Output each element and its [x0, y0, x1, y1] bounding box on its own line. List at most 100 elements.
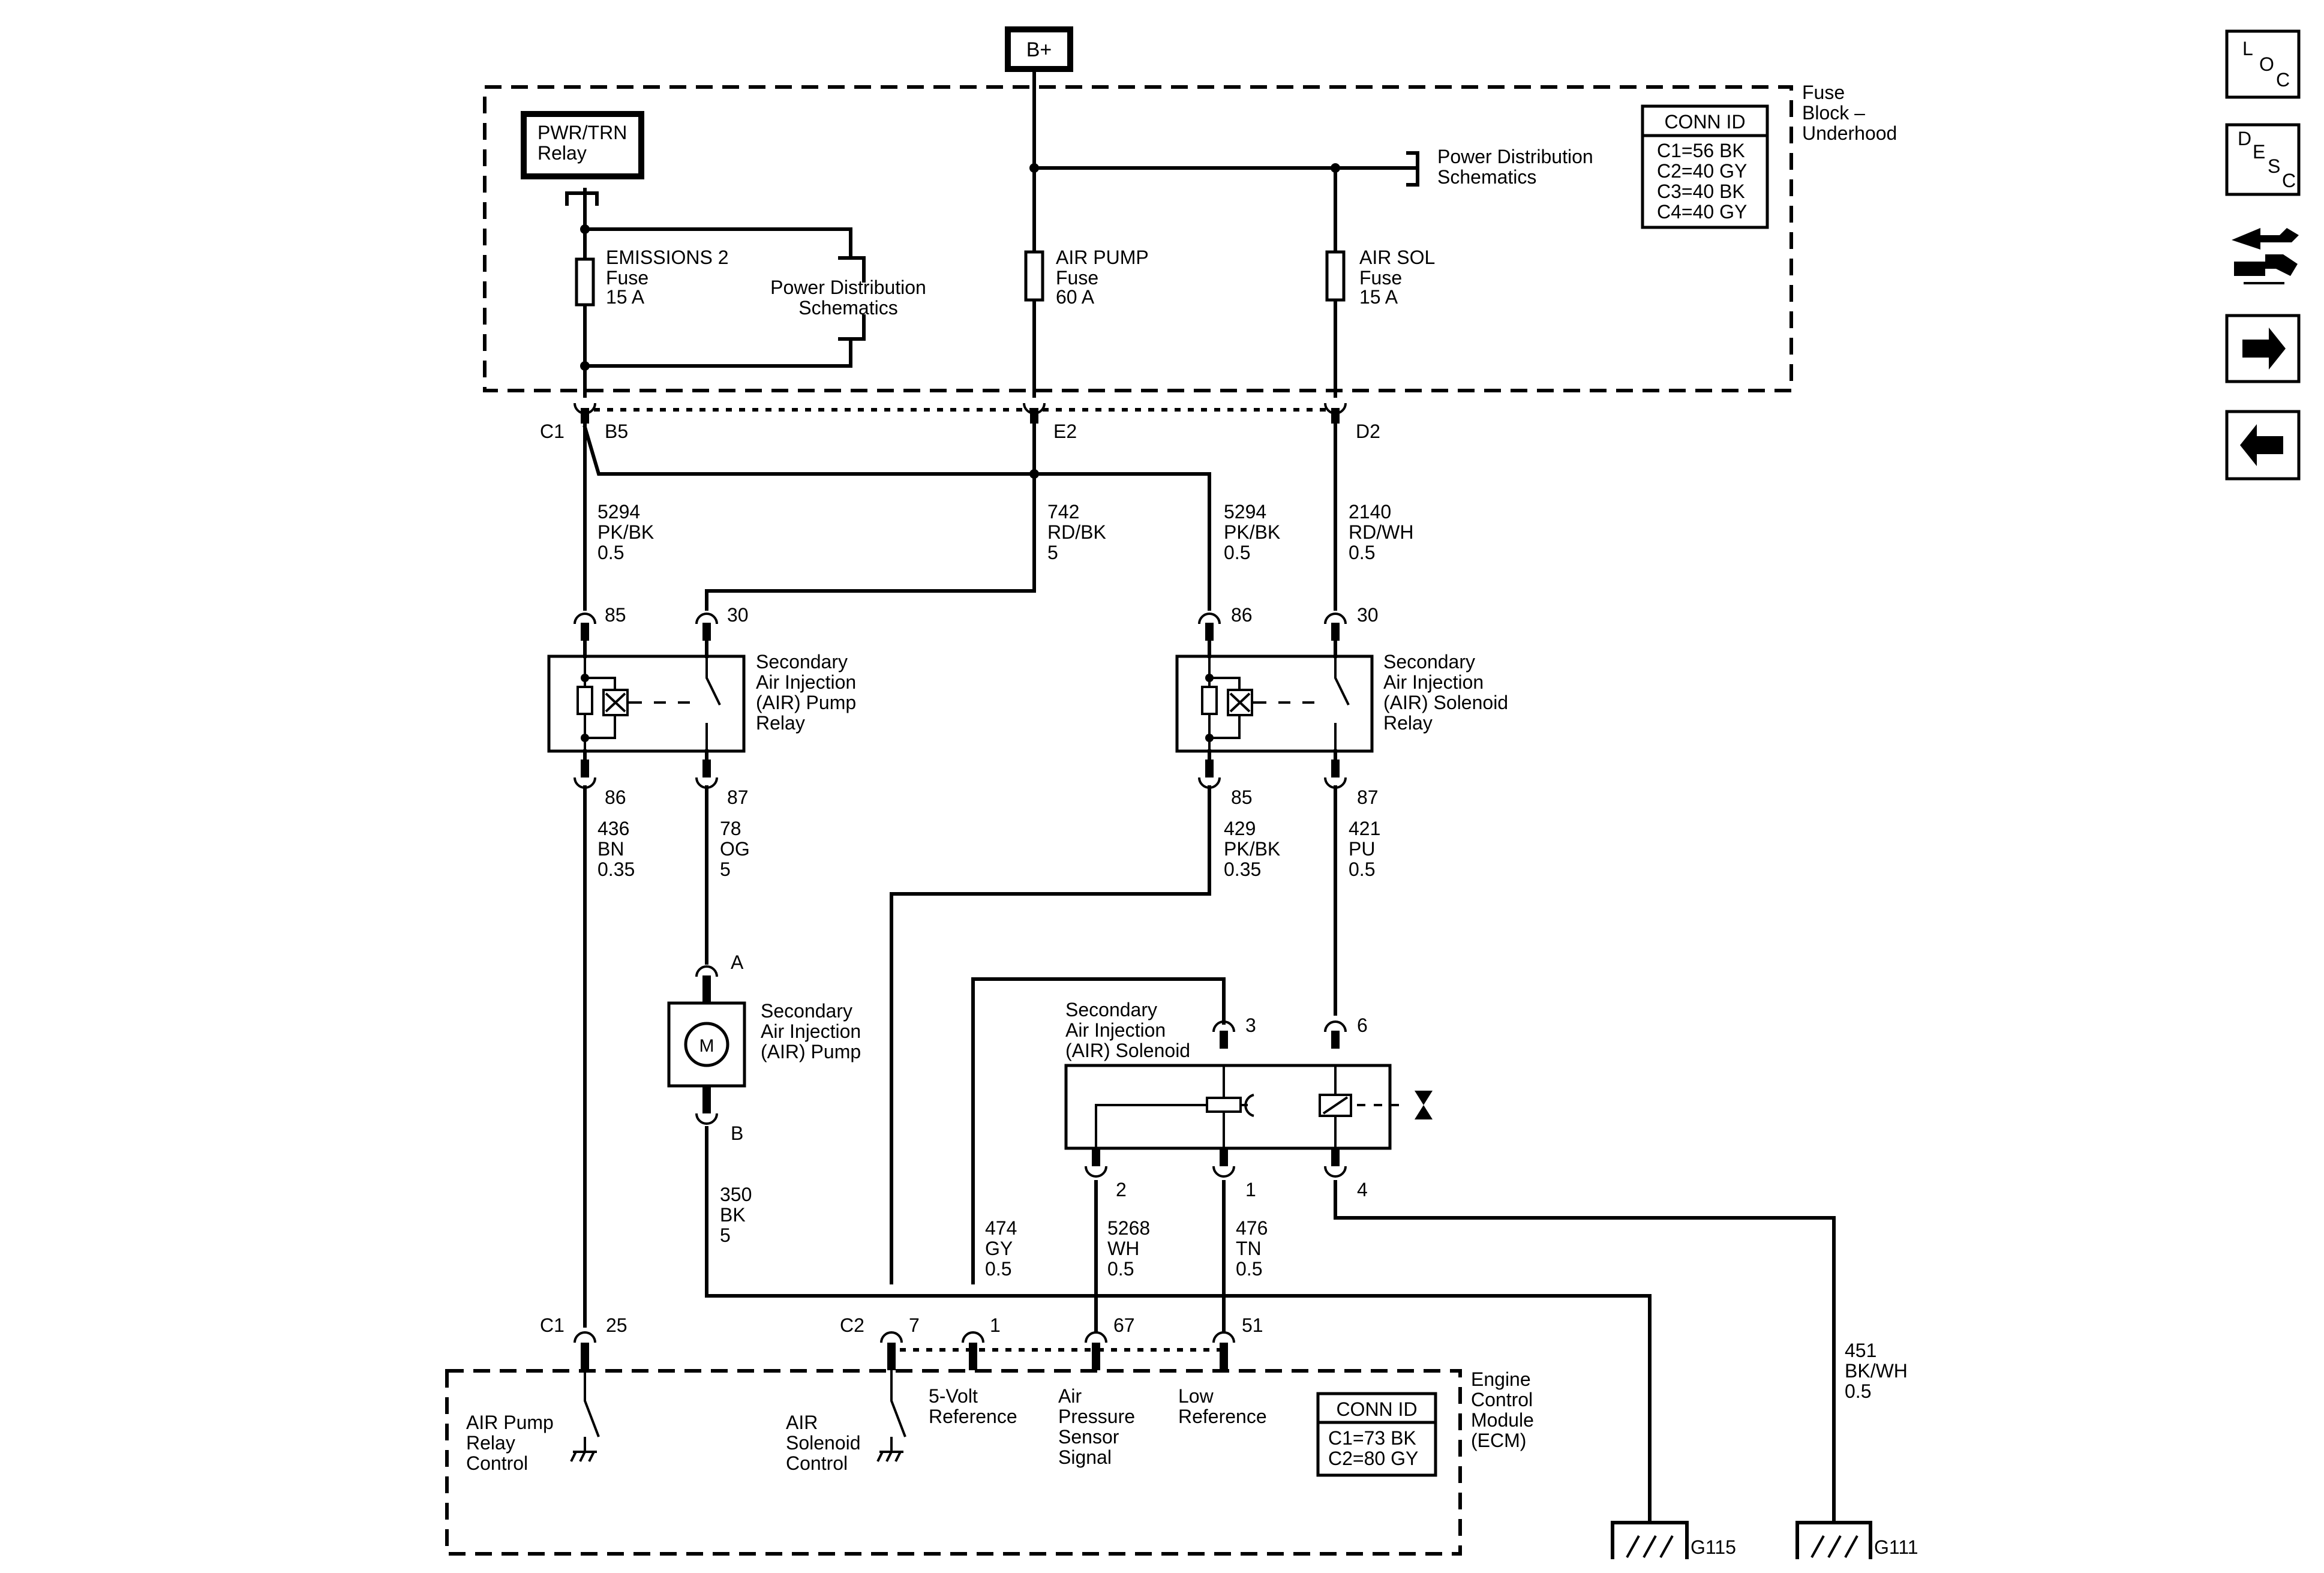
low-reference-1: Low — [1178, 1385, 1214, 1407]
air-pressure-sensor-signal-2: Pressure — [1058, 1406, 1135, 1427]
w429-circuit: 429 — [1224, 818, 1256, 839]
engine-control-module: C1 25 C2 7 1 67 51 AIR Pump Relay Contro… — [445, 1314, 1534, 1556]
motor-symbol: M — [699, 1036, 714, 1056]
next-button[interactable] — [2225, 314, 2301, 383]
w421-circuit: 421 — [1349, 818, 1380, 839]
ecm-conn-id-c1: C1=73 BK — [1328, 1427, 1416, 1449]
air-solenoid-control-1: AIR — [786, 1412, 818, 1433]
pin-85a-label: 85 — [605, 604, 626, 626]
fuse-block-name-2: Block – — [1802, 102, 1865, 124]
loc-letter-c: C — [2276, 69, 2290, 91]
ecm-name-3: Module — [1471, 1409, 1534, 1431]
pwr-trn-relay-line-1: PWR/TRN — [538, 122, 627, 143]
w742-color: RD/BK — [1047, 521, 1106, 543]
pin-51-label: 51 — [1242, 1314, 1263, 1336]
pin-86b-label: 86 — [1231, 604, 1253, 626]
ecm-name-2: Control — [1471, 1389, 1533, 1410]
pump-line-3: (AIR) Pump — [761, 1041, 861, 1062]
emissions2-fuse-name: EMISSIONS 2 — [606, 247, 729, 268]
pump-relay-line-2: Air Injection — [756, 671, 856, 693]
w742-gauge: 5 — [1047, 542, 1058, 563]
air-solenoid-relay: 86 30 85 87 Secondary Air Injection (AIR… — [1175, 604, 1508, 808]
battery-terminal: B+ — [1005, 26, 1073, 72]
w476-gauge: 0.5 — [1236, 1258, 1262, 1280]
pwr-trn-relay-line-2: Relay — [538, 142, 587, 164]
pin-2-label: 2 — [1116, 1179, 1127, 1200]
pds-inner-line-1: Power Distribution — [770, 277, 926, 298]
pump-relay-line-3: (AIR) Pump — [756, 692, 856, 713]
w451-circuit: 451 — [1845, 1340, 1876, 1361]
air-sol-fuse-name: AIR SOL — [1359, 247, 1435, 268]
pds-right-line-1: Power Distribution — [1437, 146, 1593, 167]
w5294b-gauge: 0.5 — [1224, 542, 1250, 563]
fuse-block-connectors: C1 B5 E2 D2 — [540, 403, 1380, 442]
ecm-name-4: (ECM) — [1471, 1430, 1526, 1451]
previous-button[interactable] — [2225, 410, 2301, 481]
pin-30a-label: 30 — [727, 604, 749, 626]
ecm-conn-c2-label: C2 — [840, 1314, 864, 1336]
conn-id-title: CONN ID — [1664, 111, 1745, 133]
w78-gauge: 5 — [720, 858, 731, 880]
air-pressure-sensor-signal-1: Air — [1058, 1385, 1082, 1407]
desc-button[interactable]: D E S C — [2225, 123, 2301, 196]
pin-30b-label: 30 — [1357, 604, 1379, 626]
emissions2-fuse-symbol — [575, 257, 595, 307]
w2140-circuit: 2140 — [1349, 501, 1391, 523]
pin-87a-label: 87 — [727, 786, 749, 808]
conn-id-c4: C4=40 GY — [1657, 201, 1747, 223]
w5268-circuit: 5268 — [1107, 1217, 1150, 1239]
w350-color: BK — [720, 1204, 746, 1226]
desc-letter-e: E — [2253, 141, 2265, 163]
w474-circuit: 474 — [985, 1217, 1017, 1239]
solenoid-line-1: Secondary — [1065, 999, 1157, 1020]
ecm-conn-id-c2: C2=80 GY — [1328, 1448, 1418, 1469]
pwr-trn-relay: PWR/TRN Relay — [521, 111, 644, 179]
air-sol-fuse-symbol — [1325, 250, 1346, 302]
ground-g115-label: G115 — [1691, 1536, 1736, 1558]
w5294a-gauge: 0.5 — [597, 542, 624, 563]
w436-color: BN — [597, 838, 624, 860]
w78-color: OG — [720, 838, 750, 860]
w350-gauge: 5 — [720, 1224, 731, 1246]
pump-relay-line-4: Relay — [756, 712, 805, 734]
w742-circuit: 742 — [1047, 501, 1079, 523]
arrow-right-icon — [2242, 328, 2286, 370]
w476-circuit: 476 — [1236, 1217, 1268, 1239]
low-reference-2: Reference — [1178, 1406, 1267, 1427]
conn-id-c2: C2=40 GY — [1657, 160, 1747, 182]
w429-gauge: 0.35 — [1224, 858, 1261, 880]
w5268-color: WH — [1107, 1238, 1139, 1259]
air-pump-relay-control-1: AIR Pump — [466, 1412, 554, 1433]
emissions2-fuse-label: Fuse — [606, 267, 648, 289]
sol-relay-line-2: Air Injection — [1383, 671, 1484, 693]
pin-7-label: 7 — [909, 1314, 920, 1336]
ecm-conn-c1-label: C1 — [540, 1314, 565, 1336]
w2140-gauge: 0.5 — [1349, 542, 1375, 563]
desc-letter-d: D — [2238, 128, 2251, 149]
air-sol-fuse-rating: 15 A — [1359, 286, 1398, 308]
sol-relay-line-3: (AIR) Solenoid — [1383, 692, 1508, 713]
pin-3-label: 3 — [1245, 1014, 1256, 1036]
pin-87b-label: 87 — [1357, 786, 1379, 808]
air-pump-relay-control-2: Relay — [466, 1432, 515, 1454]
pin-4-label: 4 — [1357, 1179, 1368, 1200]
pin-1e-label: 1 — [990, 1314, 1001, 1336]
ecm-name-1: Engine — [1471, 1368, 1531, 1390]
w451-color: BK/WH — [1845, 1360, 1908, 1382]
w436-circuit: 436 — [597, 818, 629, 839]
air-pump-motor: A M B Secondary Air Injection (AIR) Pump — [667, 951, 861, 1144]
pin-6-label: 6 — [1357, 1014, 1368, 1036]
fuse-block-underhood: Fuse Block – Underhood CONN ID C1=56 BK … — [483, 67, 1897, 398]
air-pump-relay: 85 30 86 87 Secondary Air Injection (AIR… — [547, 604, 856, 808]
loc-button[interactable]: L O C — [2225, 29, 2301, 99]
wire-runs: 5294 PK/BK 0.5 742 RD/BK 5 5294 PK/BK 0.… — [582, 422, 1413, 611]
fuse-block-name-1: Fuse — [1802, 82, 1845, 103]
pin-e2-label: E2 — [1053, 421, 1077, 442]
connector-tool-icon[interactable] — [2232, 228, 2299, 284]
solenoid-line-2: Air Injection — [1065, 1019, 1166, 1041]
air-solenoid-control-2: Solenoid — [786, 1432, 861, 1454]
w429-color: PK/BK — [1224, 838, 1280, 860]
pin-b5-label: B5 — [605, 421, 628, 442]
loc-letter-o: O — [2259, 53, 2274, 75]
pin-a-label: A — [731, 951, 744, 973]
